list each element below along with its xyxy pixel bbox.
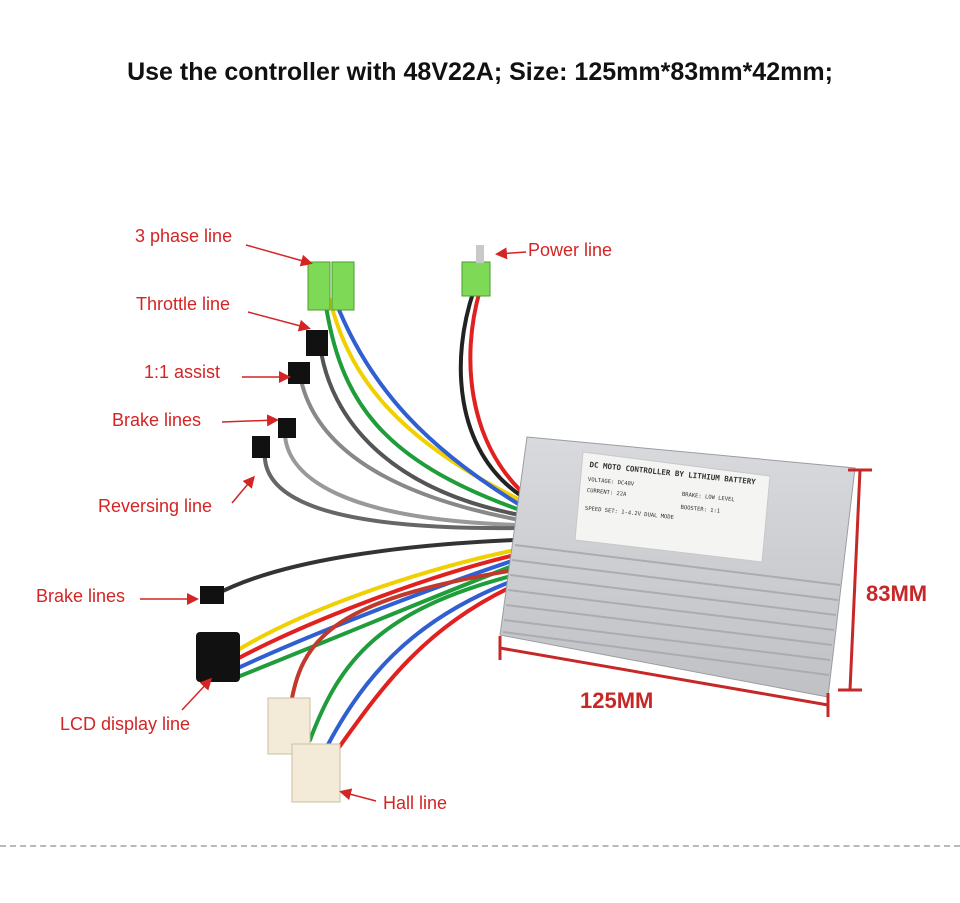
label-power-line: Power line xyxy=(528,240,613,260)
label-lcd-display-line: LCD display line xyxy=(60,714,191,734)
label-brake-lines-bottom: Brake lines xyxy=(36,586,126,606)
controller-box xyxy=(499,436,856,698)
label-brake-lines-top: Brake lines xyxy=(112,410,202,430)
pointer-arrows xyxy=(140,244,527,802)
page-title: Use the controller with 48V22A; Size: 12… xyxy=(127,58,833,86)
dimension-lines xyxy=(498,468,872,717)
label-reversing-line: Reversing line xyxy=(98,496,213,516)
dashed-divider xyxy=(0,845,960,847)
dimension-height: 83MM xyxy=(866,581,928,606)
connectors xyxy=(196,245,491,803)
label-throttle-line: Throttle line xyxy=(136,294,231,314)
wire-bundle xyxy=(213,288,522,762)
dimension-width: 125MM xyxy=(580,688,654,713)
label-3-phase-line: 3 phase line xyxy=(135,226,233,246)
label-hall-line: Hall line xyxy=(383,793,448,813)
label-assist: 1:1 assist xyxy=(144,362,221,382)
